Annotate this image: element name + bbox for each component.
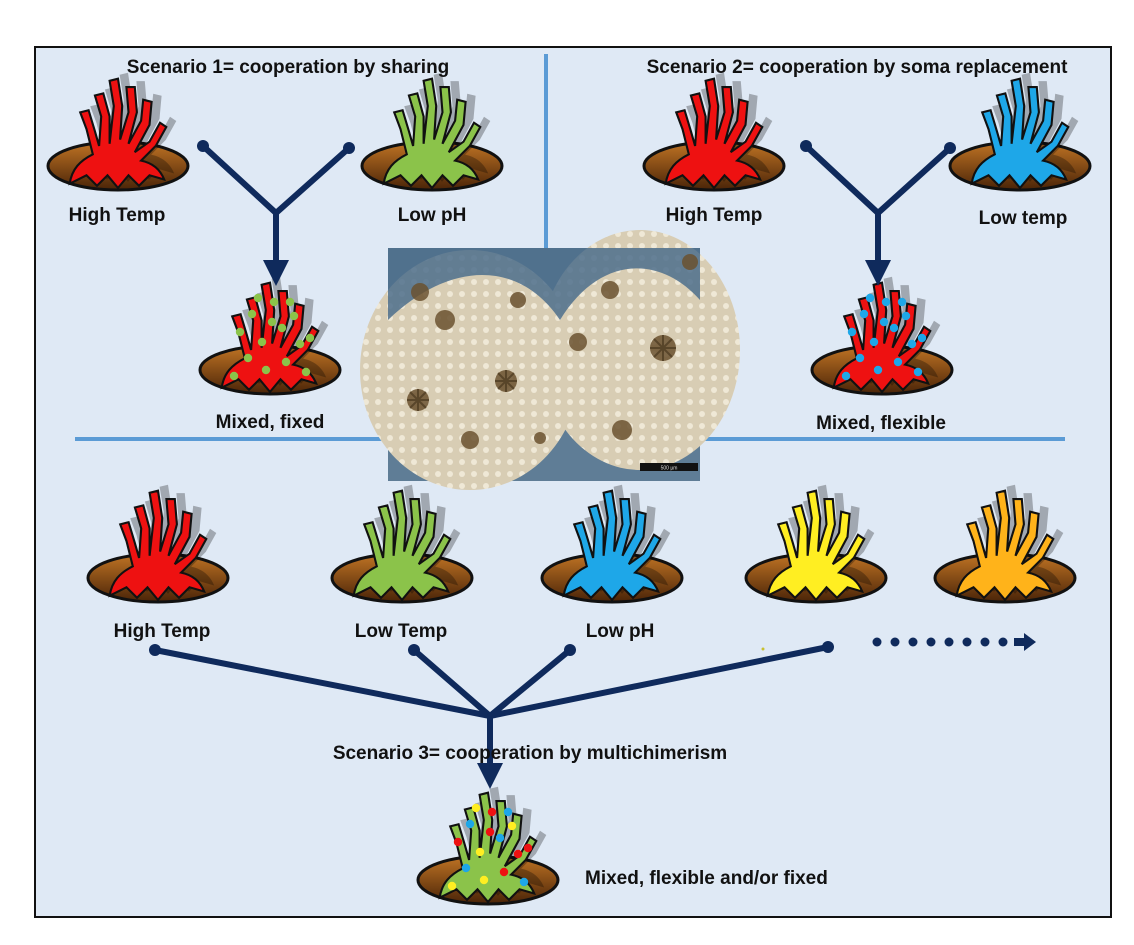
coral-red-icon <box>642 72 786 192</box>
coral-yellow-icon <box>744 484 888 604</box>
s3-low-temp-label: Low Temp <box>354 621 448 642</box>
arrow-heads <box>263 260 891 789</box>
coral-red-icon <box>46 72 190 192</box>
more-arrow <box>872 633 1036 651</box>
coral-photo: 500 µm <box>360 230 740 490</box>
s3-result-label: Mixed, flexible and/or fixed <box>585 868 828 889</box>
connector-lines <box>152 143 953 768</box>
s3-low-ph-label: Low pH <box>585 621 655 642</box>
s2-high-temp-label: High Temp <box>665 205 763 226</box>
coral-mixed-red-green-icon <box>198 276 342 396</box>
scenario3-title: Scenario 3= cooperation by multichimeris… <box>332 743 728 764</box>
coral-orange-icon <box>933 484 1077 604</box>
scenario2-title: Scenario 2= cooperation by soma replacem… <box>646 57 1068 78</box>
coral-green-icon <box>330 484 474 604</box>
s1-low-ph-label: Low pH <box>397 205 467 226</box>
s3-high-temp-label: High Temp <box>113 621 211 642</box>
diagram-frame <box>34 46 1112 918</box>
s2-low-temp-label: Low temp <box>978 208 1068 229</box>
connector-endpoints <box>149 140 956 656</box>
coral-green-icon <box>360 72 504 192</box>
coral-blue-icon <box>540 484 684 604</box>
scenario1-title: Scenario 1= cooperation by sharing <box>126 57 450 78</box>
coral-mixed-red-blue-icon <box>810 276 954 396</box>
s1-high-temp-label: High Temp <box>68 205 166 226</box>
coral-multichimera-icon <box>416 786 560 906</box>
stray-dot <box>761 647 765 651</box>
s1-result-label: Mixed, fixed <box>215 412 325 433</box>
scale-bar-text: 500 µm <box>661 466 678 472</box>
coral-red-icon <box>86 484 230 604</box>
coral-blue-icon <box>948 72 1092 192</box>
s2-result-label: Mixed, flexible <box>816 413 946 434</box>
divider-lines <box>75 54 1065 441</box>
